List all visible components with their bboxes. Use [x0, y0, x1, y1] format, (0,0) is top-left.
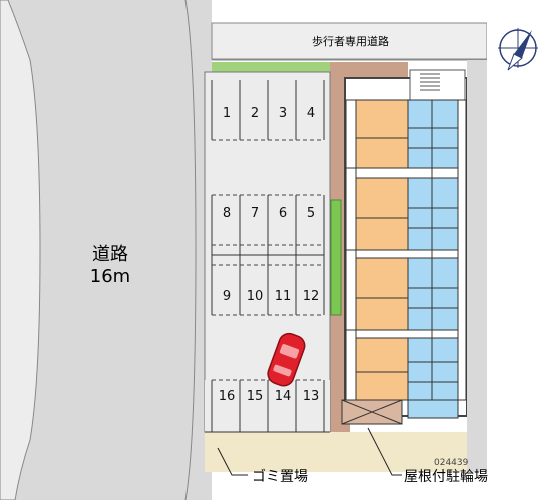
parking-spot-4: 4 [306, 106, 316, 121]
legend-bike-parking-label: 屋根付駐輪場 [404, 469, 488, 485]
parking-spot-7: 7 [250, 206, 260, 221]
road-label-name: 道路 [92, 244, 128, 265]
parking-spot-12: 12 [302, 289, 320, 304]
car-icon [267, 332, 306, 387]
parking-spot-2: 2 [250, 106, 260, 121]
parking-spot-8: 8 [222, 206, 232, 221]
pedestrian-road-label: 歩行者専用道路 [312, 35, 389, 48]
property-code: 024439 [434, 458, 469, 468]
legend-garbage-label: ゴミ置場 [252, 469, 308, 485]
parking-spot-15: 15 [246, 389, 264, 404]
parking-spot-14: 14 [274, 389, 292, 404]
parking-spot-6: 6 [278, 206, 288, 221]
parking-spot-11: 11 [274, 289, 292, 304]
parking-spot-5: 5 [306, 206, 316, 221]
parking-spot-9: 9 [222, 289, 232, 304]
parking-spot-13: 13 [302, 389, 320, 404]
north-arrow-icon [498, 28, 538, 71]
parking-spot-3: 3 [278, 106, 288, 121]
parking-spot-1: 1 [222, 106, 232, 121]
road-label-width: 16m [89, 266, 131, 287]
parking-spot-10: 10 [246, 289, 264, 304]
parking-spot-16: 16 [218, 389, 236, 404]
road-label: 道路 16m [80, 244, 140, 288]
